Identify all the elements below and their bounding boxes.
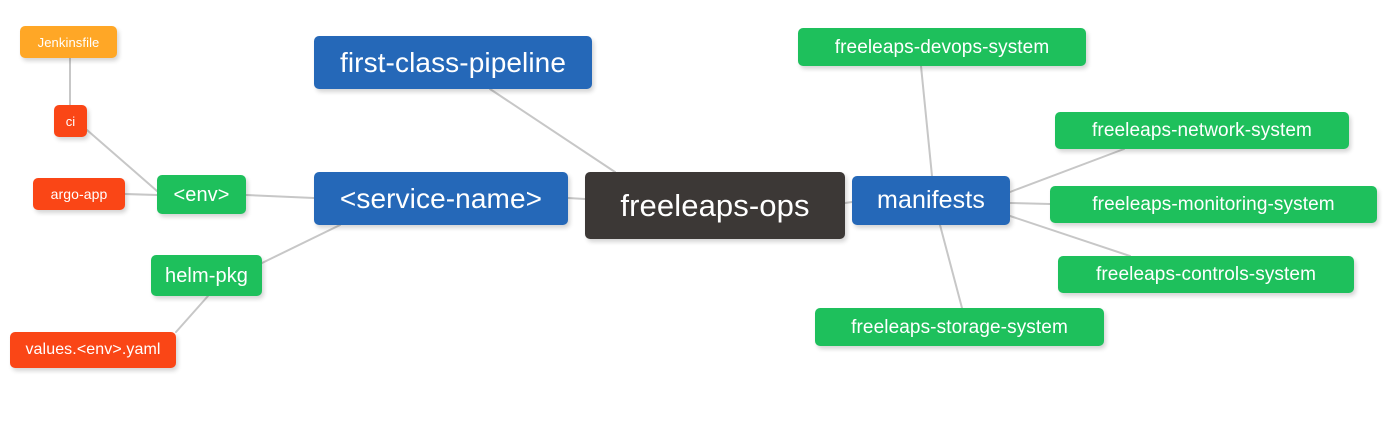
node-jenkinsfile[interactable]: Jenkinsfile	[20, 26, 117, 58]
node-freeleaps-network-system[interactable]: freeleaps-network-system	[1055, 112, 1349, 149]
edge-helm-pkg-to-service-name	[261, 224, 341, 264]
edge-manifests-to-freeleaps-devops-system	[920, 65, 933, 177]
node-values-env-yaml[interactable]: values.<env>.yaml	[10, 332, 176, 368]
node-env[interactable]: <env>	[157, 175, 246, 214]
node-service-name[interactable]: <service-name>	[314, 172, 568, 225]
edge-manifests-to-freeleaps-monitoring-system	[1009, 202, 1051, 205]
edge-env-to-service-name	[245, 194, 315, 199]
edge-values-env-yaml-to-helm-pkg	[175, 295, 209, 333]
edge-argo-app-to-env	[124, 193, 158, 196]
edge-service-name-to-freeleaps-ops	[567, 197, 586, 200]
edge-manifests-to-freeleaps-storage-system	[939, 224, 963, 309]
node-freeleaps-ops[interactable]: freeleaps-ops	[585, 172, 845, 239]
node-freeleaps-monitoring-system[interactable]: freeleaps-monitoring-system	[1050, 186, 1377, 223]
node-first-class-pipeline[interactable]: first-class-pipeline	[314, 36, 592, 89]
node-freeleaps-controls-system[interactable]: freeleaps-controls-system	[1058, 256, 1354, 293]
edge-freeleaps-ops-to-manifests	[844, 201, 853, 204]
node-manifests[interactable]: manifests	[852, 176, 1010, 225]
node-helm-pkg[interactable]: helm-pkg	[151, 255, 262, 296]
node-argo-app[interactable]: argo-app	[33, 178, 125, 210]
node-ci[interactable]: ci	[54, 105, 87, 137]
node-freeleaps-devops-system[interactable]: freeleaps-devops-system	[798, 28, 1086, 66]
edge-first-class-pipeline-to-freeleaps-ops	[489, 88, 616, 173]
node-freeleaps-storage-system[interactable]: freeleaps-storage-system	[815, 308, 1104, 346]
